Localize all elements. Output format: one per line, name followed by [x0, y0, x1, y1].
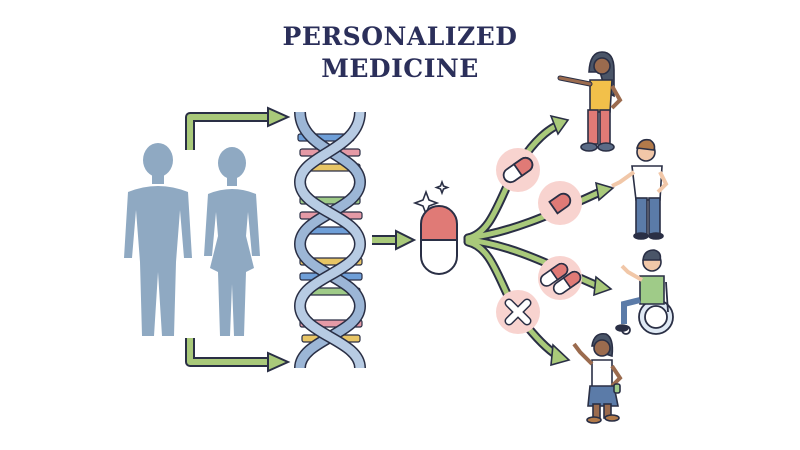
dna-helix-icon: [293, 111, 367, 370]
title-line-2: MEDICINE: [321, 54, 479, 83]
title-line-1: PERSONALIZED: [282, 22, 518, 51]
pill-icon: [496, 148, 540, 192]
reject-x-icon: [496, 290, 540, 334]
male-silhouette-icon: [124, 143, 192, 336]
arrow-to-dna-bottom: [185, 338, 291, 373]
female-silhouette-icon: [204, 147, 260, 336]
arrow-to-dna-top: [185, 106, 291, 150]
arrow-heads: [549, 114, 615, 367]
patient-figure-icon: [611, 138, 669, 240]
patient-figure-icon: [557, 51, 623, 152]
patient-figure-icon: [572, 332, 623, 424]
arrow-to-capsule: [372, 229, 417, 251]
pill-icon: [538, 256, 582, 300]
pill-icon: [538, 181, 582, 225]
patient-figure-icon: [615, 249, 665, 332]
capsule-icon: [420, 205, 458, 275]
wheelchair-icon: [621, 281, 674, 335]
